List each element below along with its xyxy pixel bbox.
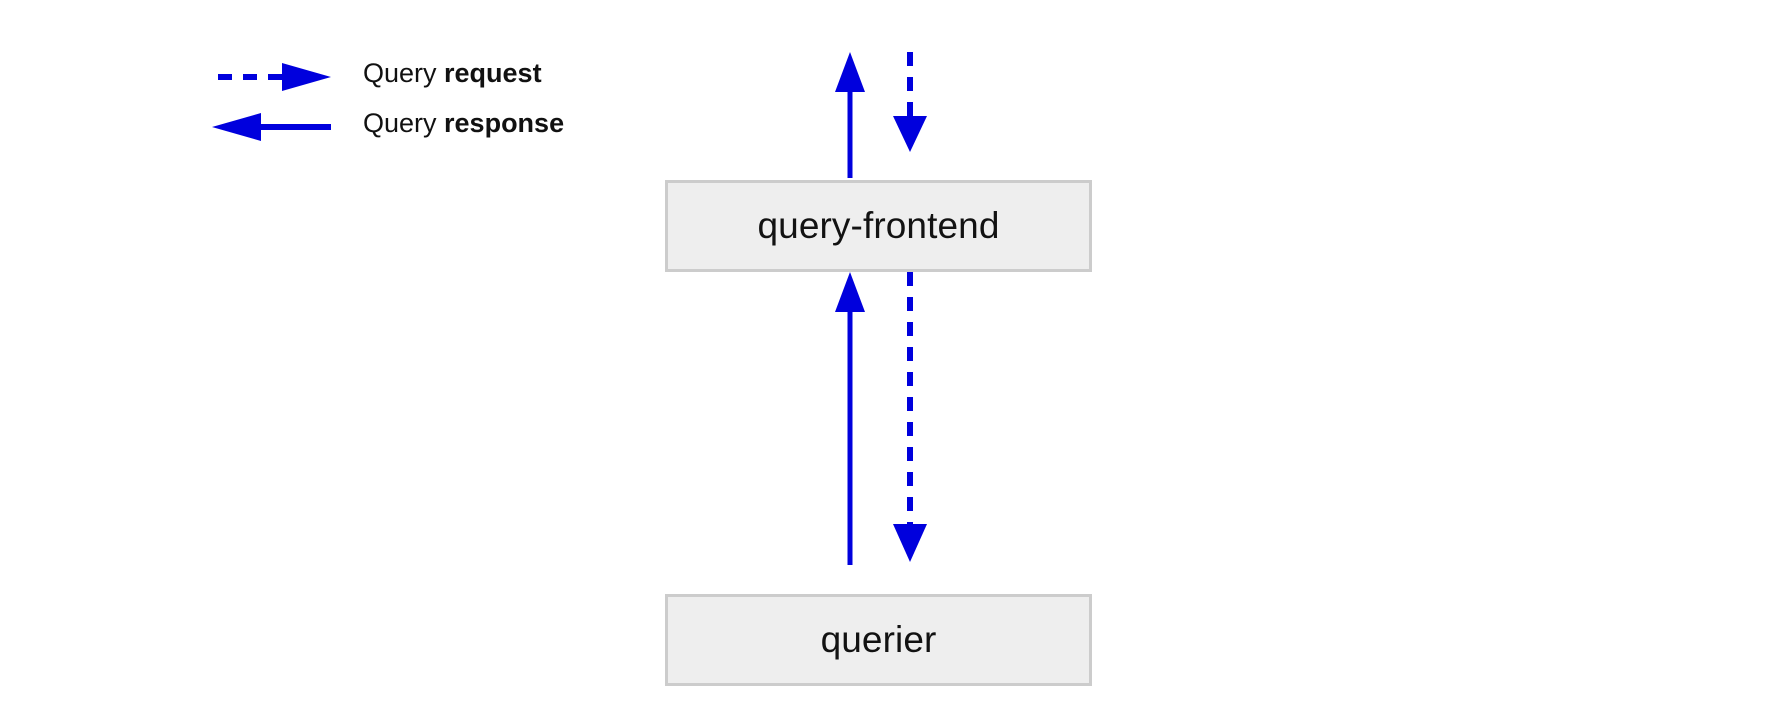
solid-left-arrow-icon <box>200 98 340 148</box>
edge-query-frontend-to-querier-request <box>893 272 927 562</box>
legend-lead-request: Query <box>363 58 445 88</box>
node-query-frontend-label: query-frontend <box>757 205 1000 246</box>
legend: Query request Query response <box>200 48 760 148</box>
legend-emphasis-request: request <box>444 58 542 88</box>
legend-label-query-response: Query response <box>363 98 564 148</box>
legend-item-query-response: Query response <box>200 98 760 148</box>
legend-lead-response: Query <box>363 108 445 138</box>
legend-emphasis-response: response <box>444 108 565 138</box>
edge-query-frontend-to-client-response <box>835 52 865 178</box>
edge-client-to-query-frontend-request <box>893 52 927 152</box>
dashed-right-arrow-icon <box>200 48 340 98</box>
node-query-frontend[interactable]: query-frontend <box>665 180 1092 272</box>
node-querier[interactable]: querier <box>665 594 1092 686</box>
node-querier-label: querier <box>820 619 937 660</box>
legend-label-query-request: Query request <box>363 48 542 98</box>
legend-item-query-request: Query request <box>200 48 760 98</box>
edge-querier-to-query-frontend-response <box>835 272 865 565</box>
